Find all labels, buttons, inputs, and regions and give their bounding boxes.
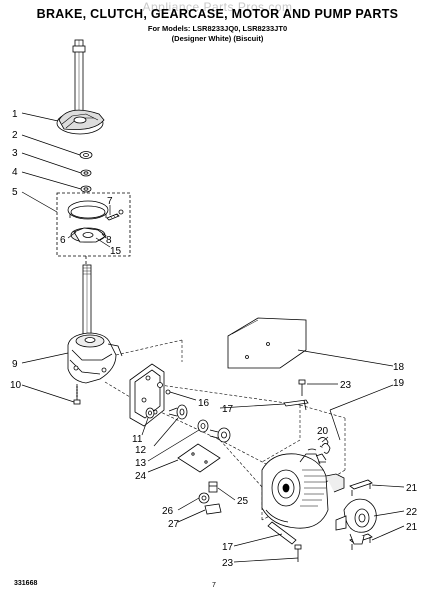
part-24-gasket-plate: [177, 443, 221, 473]
callout-8: 8: [106, 235, 112, 246]
part-5-brake-assembly-box: [56, 192, 131, 257]
part-4-ring: [80, 185, 92, 193]
part-9-gearcase: [67, 332, 123, 384]
callout-22: 22: [406, 507, 418, 518]
callout-23-upper: 23: [340, 380, 352, 391]
part-10-bolt: [73, 384, 81, 405]
part-26-grommet: [198, 492, 210, 504]
drive-shaft-lower: [82, 256, 92, 336]
callout-20: 20: [317, 426, 329, 437]
part-25-clip: [208, 481, 218, 493]
part-12-coupling: [168, 404, 188, 420]
callout-9: 9: [12, 359, 18, 370]
callout-5: 5: [12, 187, 18, 198]
callout-21-lower: 21: [406, 522, 418, 533]
part-16-mounting-plate: [129, 363, 171, 427]
callout-21-upper: 21: [406, 483, 418, 494]
callout-6: 6: [60, 235, 66, 246]
callout-10: 10: [10, 380, 22, 391]
callout-16: 16: [198, 398, 210, 409]
callout-3: 3: [12, 148, 18, 159]
callout-15: 15: [110, 246, 122, 257]
callout-25: 25: [237, 496, 249, 507]
document-number: 331668: [14, 580, 38, 587]
models-line: For Models: LSR8233JQ0, LSR8233JT0: [147, 24, 288, 33]
part-27-bracket: [204, 503, 222, 515]
callout-4: 4: [12, 167, 18, 178]
callout-1: 1: [12, 109, 18, 120]
callout-17-lower: 17: [222, 542, 234, 553]
callout-26: 26: [162, 506, 174, 517]
callout-24: 24: [135, 471, 147, 482]
drive-shaft-top: [72, 39, 86, 113]
part-1-brake-cam: [56, 109, 105, 135]
callout-23-lower: 23: [222, 558, 234, 569]
part-17-upper-strap: [283, 399, 309, 411]
part-13-coupler: [197, 419, 231, 443]
watermark: Appliance Parts Pros.com: [142, 0, 293, 14]
part-23-screw-bottom: [294, 544, 302, 562]
page-title: BRAKE, CLUTCH, GEARCASE, MOTOR AND PUMP …: [36, 7, 399, 21]
callout-19: 19: [393, 378, 405, 389]
callout-17-upper: 17: [222, 404, 234, 415]
part-11-bushing: [145, 407, 155, 419]
page-number: 7: [212, 582, 216, 589]
callout-2: 2: [12, 130, 18, 141]
callout-leader-lines: [21, 112, 405, 563]
variants-line: (Designer White) (Biscuit): [171, 34, 264, 43]
part-17-lower-strap: [267, 521, 297, 545]
part-20-cable-clips: [307, 437, 331, 454]
callout-13: 13: [135, 458, 147, 469]
callout-7: 7: [107, 196, 113, 207]
callout-12: 12: [135, 445, 147, 456]
part-23-screw-top: [298, 379, 306, 396]
callout-27: 27: [168, 519, 180, 530]
part-2-washer: [79, 151, 93, 159]
part-18-motor-shield: [227, 317, 307, 369]
callout-18: 18: [393, 362, 405, 373]
motor-assembly: [261, 453, 345, 529]
callout-11: 11: [132, 434, 143, 445]
part-22-pump: [335, 498, 377, 545]
part-3-ring: [80, 169, 92, 177]
